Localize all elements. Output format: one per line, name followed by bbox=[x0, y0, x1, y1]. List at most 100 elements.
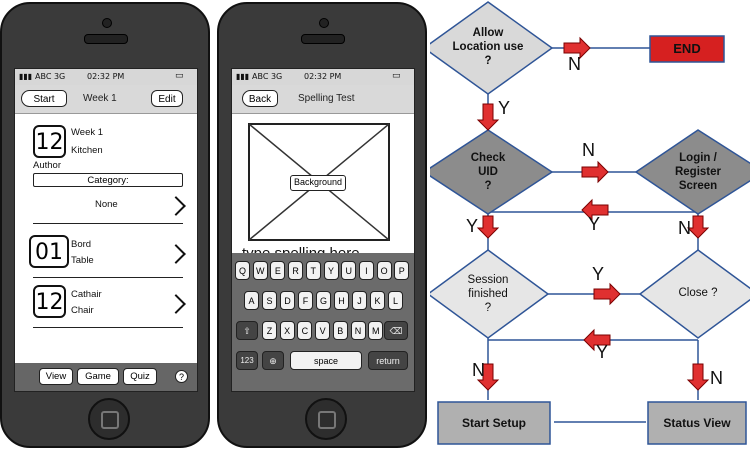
key-c[interactable]: C bbox=[297, 321, 313, 340]
status-view-box: Status View bbox=[663, 415, 731, 430]
key-o[interactable]: O bbox=[376, 261, 392, 280]
number-key[interactable]: 123 bbox=[236, 351, 258, 370]
camera-icon bbox=[319, 18, 329, 28]
key-u[interactable]: U bbox=[341, 261, 357, 280]
globe-icon[interactable]: ⊕ bbox=[262, 351, 284, 370]
chevron-right-icon[interactable] bbox=[166, 294, 186, 314]
view-button[interactable]: View bbox=[39, 368, 73, 385]
key-z[interactable]: Z bbox=[262, 321, 277, 340]
clock-label: 02:32 PM bbox=[87, 72, 125, 81]
end-terminal: END bbox=[673, 41, 701, 57]
carrier-label: ABC 3G bbox=[252, 72, 283, 81]
speaker-grille bbox=[84, 34, 128, 44]
count-box: 01 bbox=[29, 235, 69, 268]
game-button[interactable]: Game bbox=[77, 368, 119, 385]
phone-mockup-spelling-test: ▮▮▮ ABC 3G 02:32 PM ▭ Back Spelling Test… bbox=[217, 2, 427, 448]
key-b[interactable]: B bbox=[332, 321, 348, 340]
author-label: Author bbox=[33, 160, 61, 171]
key-v[interactable]: V bbox=[315, 321, 331, 340]
quiz-button[interactable]: Quiz bbox=[123, 368, 157, 385]
home-square-icon bbox=[101, 411, 119, 429]
clock-label: 02:32 PM bbox=[304, 72, 342, 81]
category-dropdown[interactable]: Category: bbox=[33, 173, 183, 187]
key-n[interactable]: N bbox=[350, 321, 366, 340]
key-p[interactable]: P bbox=[394, 261, 410, 280]
key-t[interactable]: T bbox=[305, 261, 321, 280]
category-value: None bbox=[95, 199, 118, 210]
home-button[interactable] bbox=[305, 398, 347, 440]
phone-mockup-week-list: ▮▮▮ ABC 3G 02:32 PM ▭ Start Week 1 Edit … bbox=[0, 2, 210, 448]
close-decision: Close ? bbox=[678, 287, 718, 300]
chevron-right-icon[interactable] bbox=[166, 244, 186, 264]
row-subtitle: Chair bbox=[71, 305, 94, 316]
key-k[interactable]: K bbox=[370, 291, 385, 310]
edge-label: N bbox=[568, 54, 581, 74]
count-box: 12 bbox=[33, 125, 66, 158]
return-key[interactable]: return bbox=[368, 351, 408, 370]
divider bbox=[33, 223, 183, 224]
key-x[interactable]: X bbox=[279, 321, 295, 340]
home-square-icon bbox=[318, 411, 336, 429]
key-q[interactable]: Q bbox=[235, 261, 250, 280]
edge-label: Y bbox=[588, 214, 601, 234]
key-e[interactable]: E bbox=[270, 261, 286, 280]
battery-icon: ▭ bbox=[392, 71, 401, 81]
battery-icon: ▭ bbox=[175, 71, 184, 81]
signal-icon: ▮▮▮ bbox=[236, 72, 250, 81]
edge-label: Y bbox=[596, 342, 609, 362]
key-i[interactable]: I bbox=[358, 261, 374, 280]
page-title: Spelling Test bbox=[298, 93, 355, 104]
edge-label: N bbox=[678, 218, 691, 238]
backspace-key[interactable]: ⌫ bbox=[384, 321, 408, 340]
shift-key[interactable]: ⇧ bbox=[236, 321, 258, 340]
divider bbox=[33, 327, 183, 328]
key-s[interactable]: S bbox=[262, 291, 277, 310]
edge-label: N bbox=[472, 360, 485, 380]
key-w[interactable]: W bbox=[252, 261, 268, 280]
login-register-node: Login / Register Screen bbox=[674, 152, 722, 192]
key-a[interactable]: A bbox=[244, 291, 259, 310]
camera-icon bbox=[102, 18, 112, 28]
edge-label: Y bbox=[498, 98, 511, 118]
edit-button[interactable]: Edit bbox=[151, 90, 183, 107]
back-button[interactable]: Back bbox=[242, 90, 278, 107]
session-finished-decision: Session finished ? bbox=[467, 274, 509, 314]
flowchart-connectors bbox=[430, 1, 750, 445]
speaker-grille bbox=[301, 34, 345, 44]
nav-bar: Back Spelling Test bbox=[232, 85, 414, 114]
key-d[interactable]: D bbox=[280, 291, 295, 310]
edge-label: N bbox=[710, 368, 723, 388]
key-l[interactable]: L bbox=[388, 291, 403, 310]
edge-label: Y bbox=[592, 264, 605, 284]
flowchart: Allow Location use ? END Check UID ? Log… bbox=[430, 0, 750, 450]
chevron-right-icon[interactable] bbox=[166, 196, 186, 216]
check-uid-decision: Check UID ? bbox=[470, 152, 506, 192]
key-m[interactable]: M bbox=[368, 321, 384, 340]
row-title: Bord bbox=[71, 239, 92, 250]
key-g[interactable]: G bbox=[316, 291, 331, 310]
start-button[interactable]: Start bbox=[21, 90, 67, 107]
row-subtitle: Kitchen bbox=[71, 145, 103, 156]
row-title: Week 1 bbox=[71, 127, 104, 138]
space-key[interactable]: space bbox=[290, 351, 362, 370]
key-y[interactable]: Y bbox=[323, 261, 339, 280]
edge-label: N bbox=[582, 140, 595, 160]
key-j[interactable]: J bbox=[352, 291, 367, 310]
page-title: Week 1 bbox=[83, 93, 117, 104]
row-title: Cathair bbox=[71, 289, 102, 300]
edge-label: Y bbox=[466, 216, 479, 236]
status-bar: ▮▮▮ ABC 3G 02:32 PM ▭ bbox=[15, 69, 197, 85]
key-h[interactable]: H bbox=[334, 291, 349, 310]
start-setup-box: Start Setup bbox=[461, 415, 526, 430]
allow-location-decision: Allow Location use ? bbox=[452, 27, 524, 67]
count-box: 12 bbox=[33, 285, 66, 318]
background-label: Background bbox=[290, 175, 347, 191]
home-button[interactable] bbox=[88, 398, 130, 440]
key-f[interactable]: F bbox=[298, 291, 313, 310]
divider bbox=[33, 277, 183, 278]
nav-bar: Start Week 1 Edit bbox=[15, 85, 197, 114]
status-bar: ▮▮▮ ABC 3G 02:32 PM ▭ bbox=[232, 69, 414, 85]
key-r[interactable]: R bbox=[288, 261, 304, 280]
help-icon[interactable]: ? bbox=[175, 370, 188, 383]
